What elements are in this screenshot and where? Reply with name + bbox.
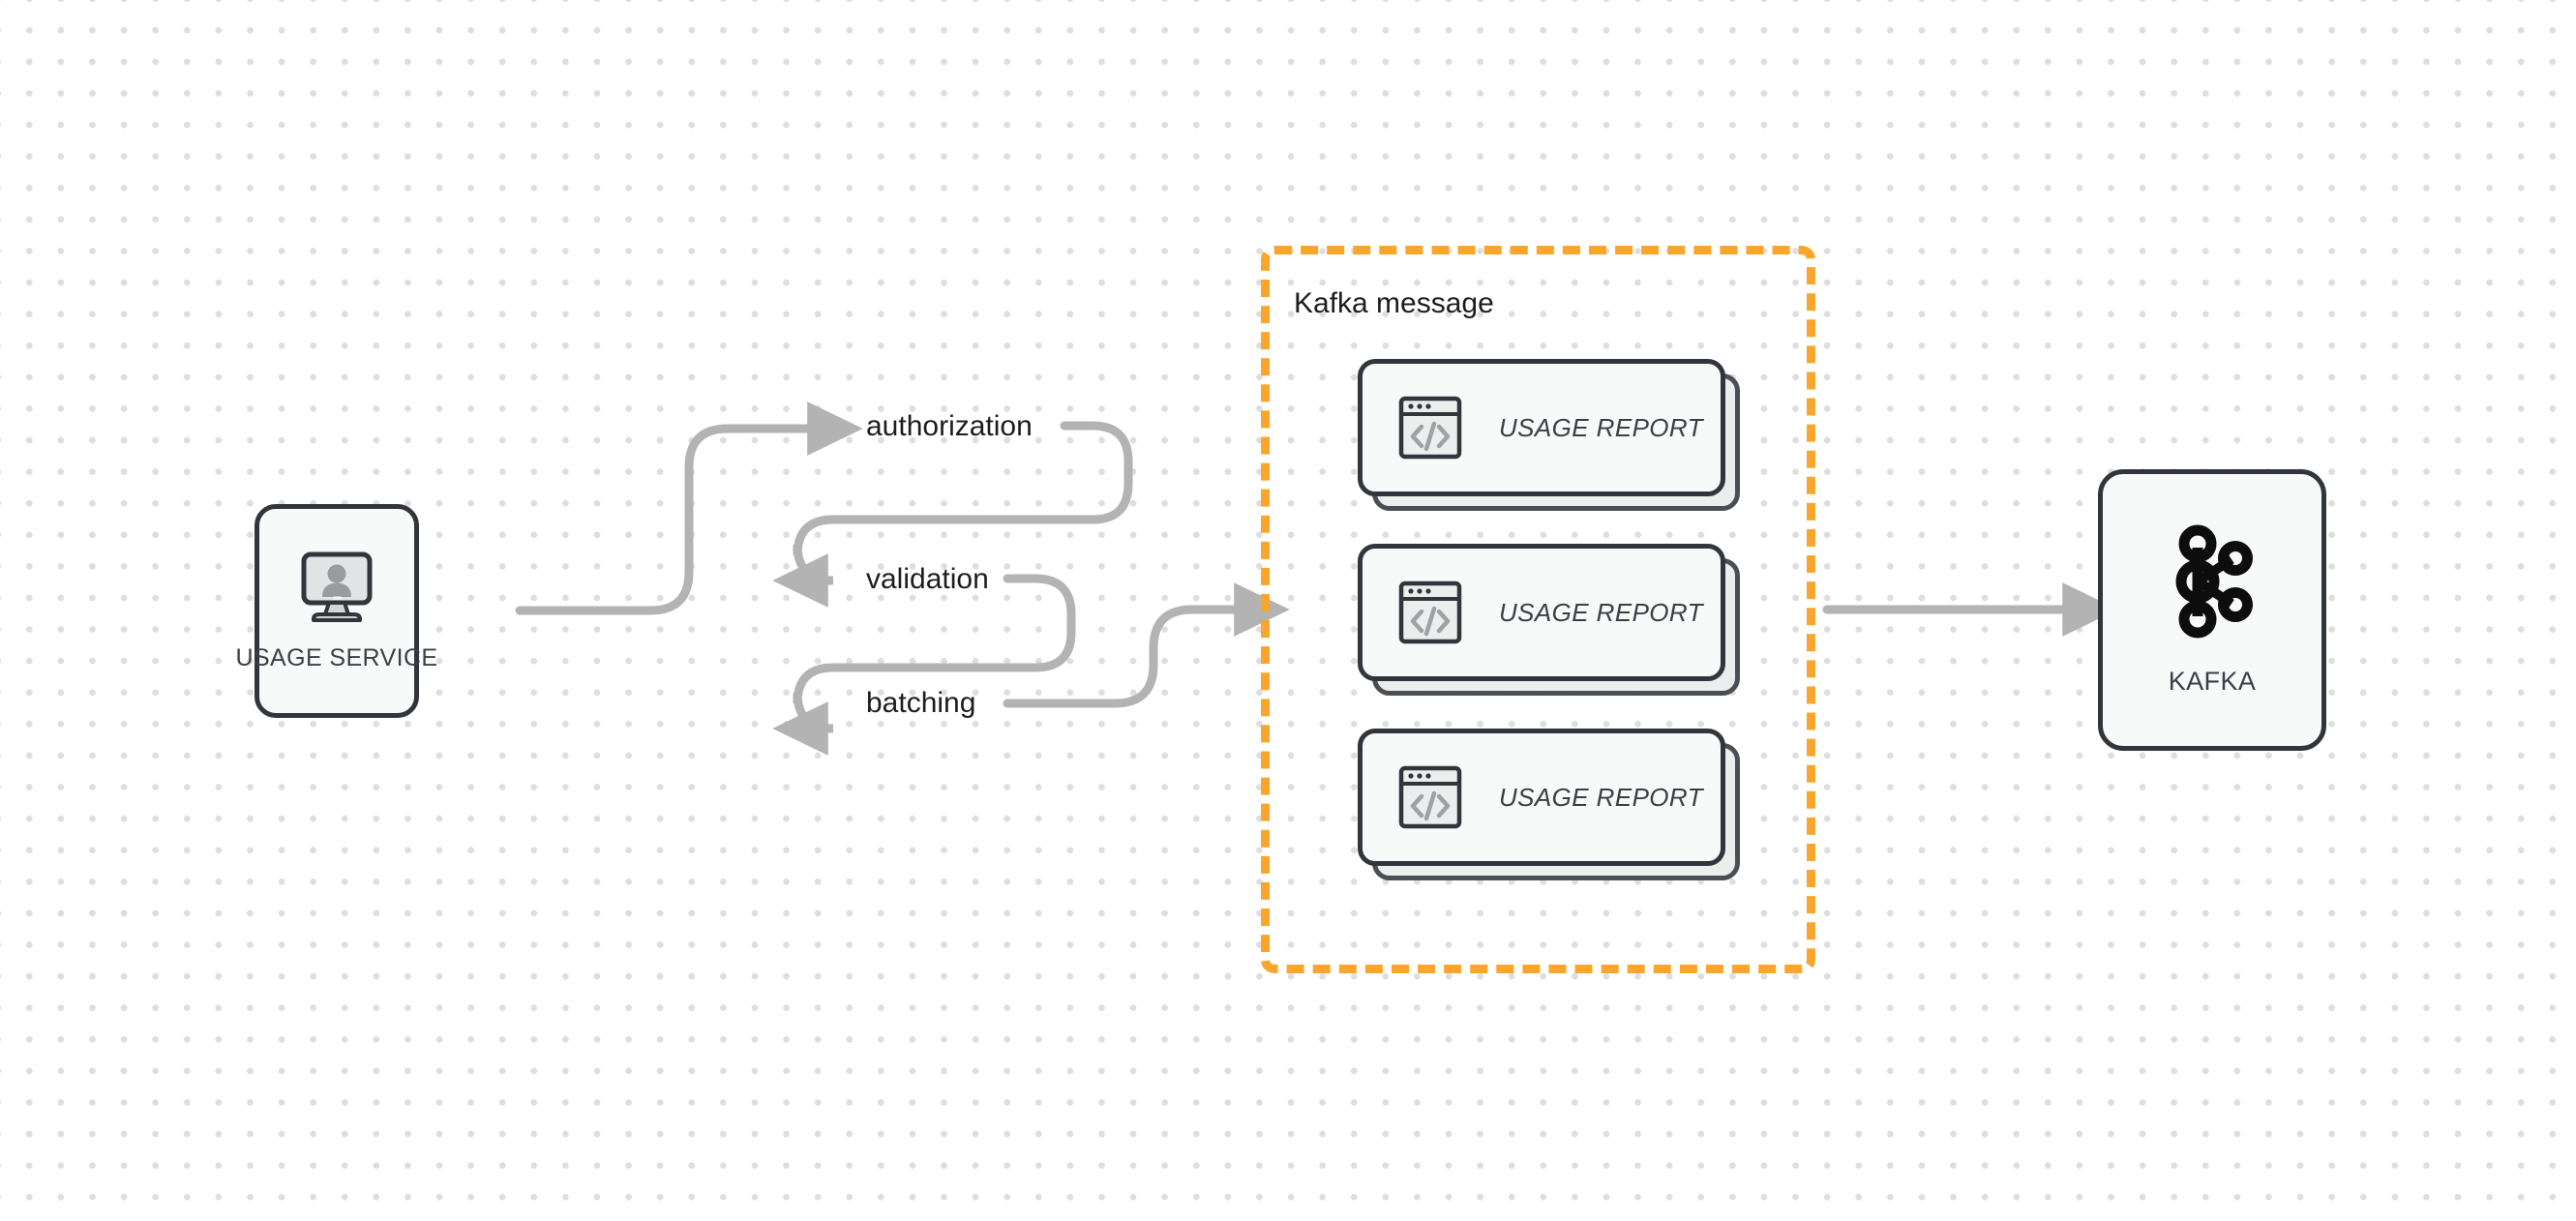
card-usage-report-label: USAGE REPORT [1499,412,1703,442]
card-usage-report[interactable]: USAGE REPORT [1358,729,1740,880]
node-usage-service[interactable]: USAGE SERVICE [236,504,437,718]
code-window-icon [1398,396,1462,460]
group-kafka-message [1261,246,1815,973]
node-kafka[interactable]: KAFKA [2098,469,2326,751]
step-label-validation: validation [866,563,989,595]
kafka-logo-icon [2168,524,2257,643]
card-face: USAGE REPORT [1358,544,1725,681]
node-usage-service-label: USAGE SERVICE [235,643,438,671]
code-window-icon [1398,581,1462,644]
card-face: USAGE REPORT [1358,729,1725,866]
connector-service-to-authorization [515,402,863,615]
card-usage-report-label: USAGE REPORT [1499,597,1703,627]
step-label-batching: batching [866,687,976,719]
card-usage-report[interactable]: USAGE REPORT [1358,359,1740,511]
group-kafka-message-title: Kafka message [1294,287,1494,319]
code-window-icon [1398,765,1462,829]
connector-batching-to-kafka-message [1003,582,1290,708]
card-face: USAGE REPORT [1358,359,1725,496]
monitor-user-icon [296,551,377,629]
connector-authorization-to-validation [772,421,1133,608]
step-label-authorization: authorization [866,410,1033,442]
card-usage-report[interactable]: USAGE REPORT [1358,544,1740,696]
node-kafka-label: KAFKA [2168,666,2257,696]
card-usage-report-label: USAGE REPORT [1499,782,1703,812]
